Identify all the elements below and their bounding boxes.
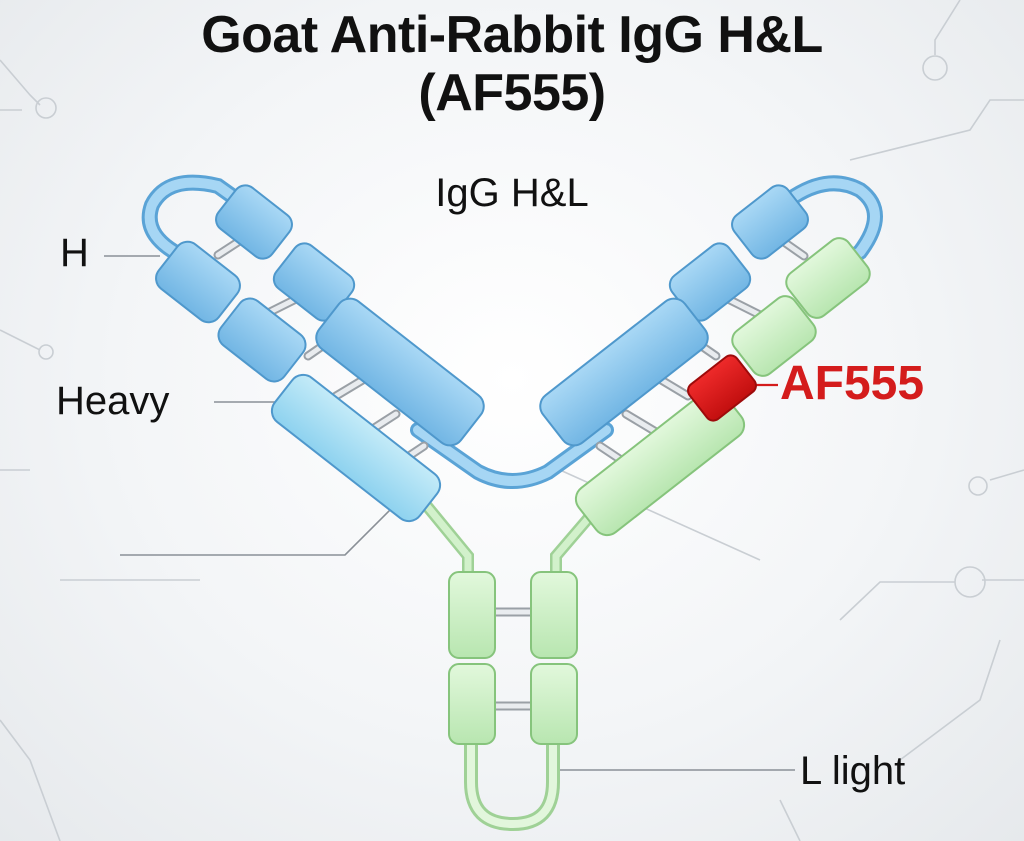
left-light-domain-long xyxy=(270,373,442,523)
label-af555: AF555 xyxy=(780,357,925,410)
right-light-domain-1 xyxy=(785,237,871,319)
right-arm xyxy=(539,184,809,447)
right-light-domain-2 xyxy=(731,295,817,377)
right-heavy-domain-1 xyxy=(731,184,809,260)
left-heavy-domain-4 xyxy=(217,297,307,383)
left-heavy-domain-2 xyxy=(155,240,241,324)
fc-domain-right-lower xyxy=(530,663,578,745)
label-h: H xyxy=(60,231,89,275)
fc-domain-left-lower xyxy=(448,663,496,745)
label-heavy: Heavy xyxy=(56,379,170,423)
right-light-chain xyxy=(574,237,871,537)
title-line-1: Goat Anti-Rabbit IgG H&L xyxy=(201,6,823,64)
hinge-region xyxy=(141,174,883,832)
title-line-2: (AF555) xyxy=(418,64,606,122)
right-heavy-domain-long xyxy=(539,297,709,447)
fc-region xyxy=(448,571,578,745)
label-light: L light xyxy=(800,749,906,793)
left-heavy-domain-long xyxy=(315,297,485,447)
fc-domain-right-upper xyxy=(530,571,578,659)
fc-domain-left-upper xyxy=(448,571,496,659)
af555-fluorophore xyxy=(687,354,757,422)
left-arm xyxy=(155,184,485,523)
diagram-subtitle: IgG H&L xyxy=(435,171,589,215)
heavy-lower-leader-line xyxy=(120,504,396,556)
diagram-title: Goat Anti-Rabbit IgG H&L (AF555) xyxy=(0,6,1024,122)
left-heavy-domain-1 xyxy=(215,184,293,260)
